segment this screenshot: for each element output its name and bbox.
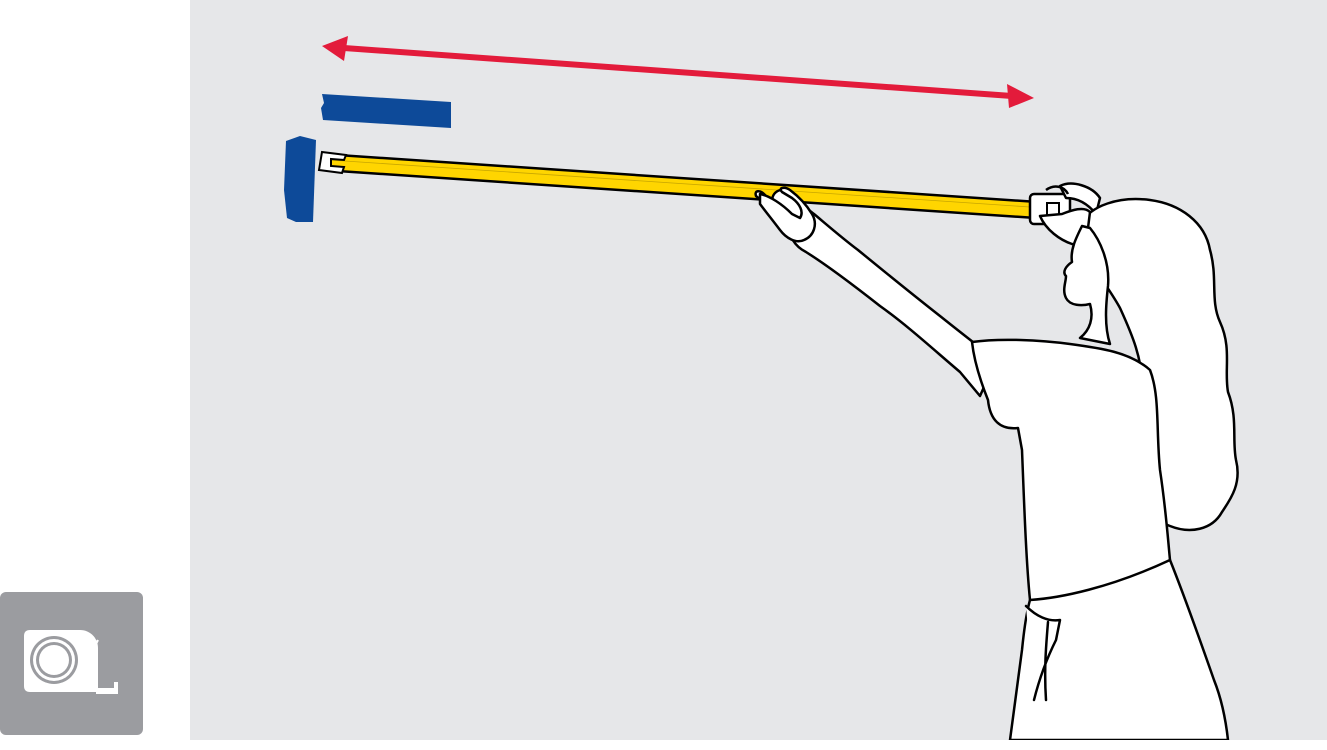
extended-arm-near: [754, 188, 998, 398]
painter-tape-edge: [284, 136, 316, 222]
waist-tie: [1024, 604, 1062, 702]
measuring-scene: [284, 36, 1239, 740]
illustration-panel: [190, 0, 1327, 740]
woman-measuring-figure: [754, 186, 1239, 740]
tool-badge: [0, 592, 143, 735]
face: [1062, 224, 1112, 346]
shirt: [970, 338, 1172, 607]
skirt: [1008, 558, 1230, 740]
tape-measure-icon: [24, 630, 118, 694]
tape-measure-blade: [317, 150, 1040, 220]
hand: [758, 186, 816, 243]
double-headed-arrow-icon: [322, 36, 1034, 108]
painter-tape-strip: [321, 94, 451, 128]
